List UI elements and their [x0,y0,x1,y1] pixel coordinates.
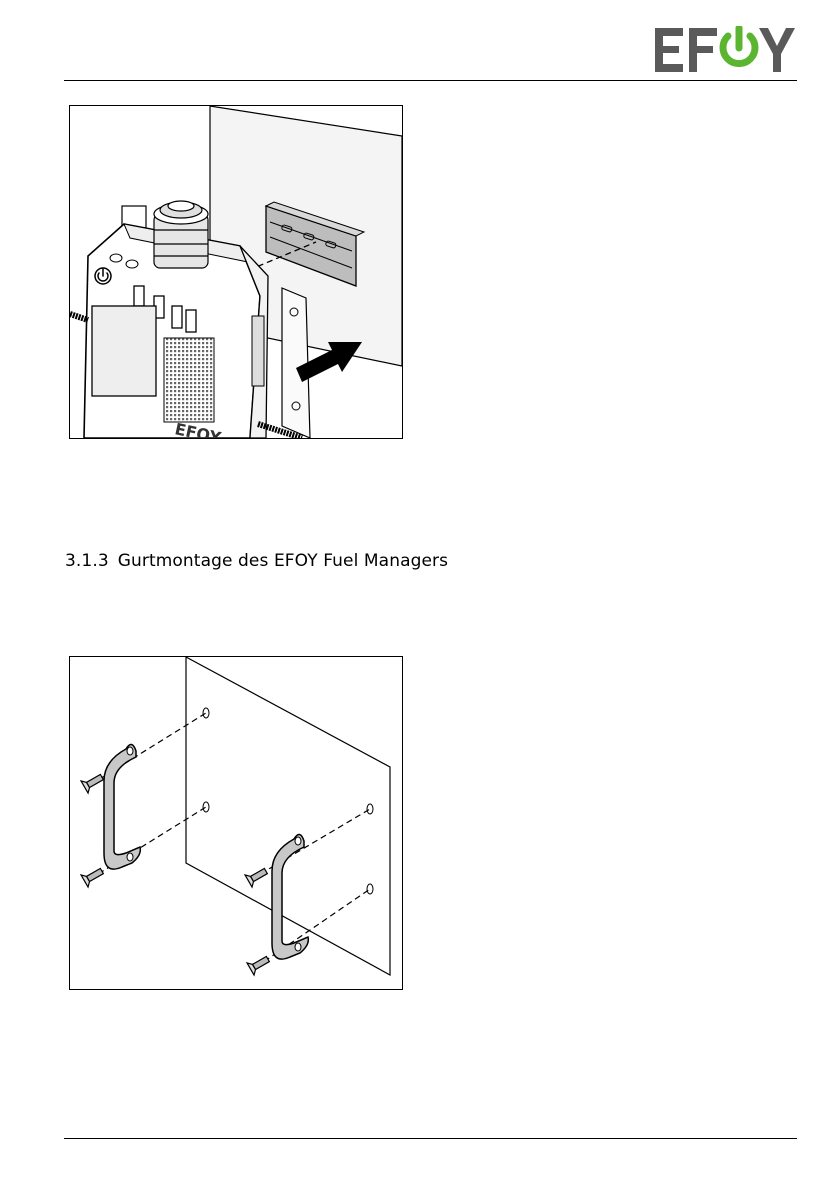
header-rule [64,80,797,81]
section-title: Gurtmontage des EFOY Fuel Managers [118,551,448,571]
figure-strap-mounting [69,656,403,990]
strap-mounting-illustration [70,657,402,989]
section-heading: 3.1.3 Gurtmontage des EFOY Fuel Managers [65,551,448,571]
device-power-icon [95,268,111,284]
figure-din-rail-mounting: EFOY [69,105,403,439]
din-rail-illustration: EFOY [70,106,402,438]
footer-rule [64,1138,797,1139]
efoy-logo [655,26,795,74]
power-icon [723,28,755,64]
section-number: 3.1.3 [65,551,109,571]
